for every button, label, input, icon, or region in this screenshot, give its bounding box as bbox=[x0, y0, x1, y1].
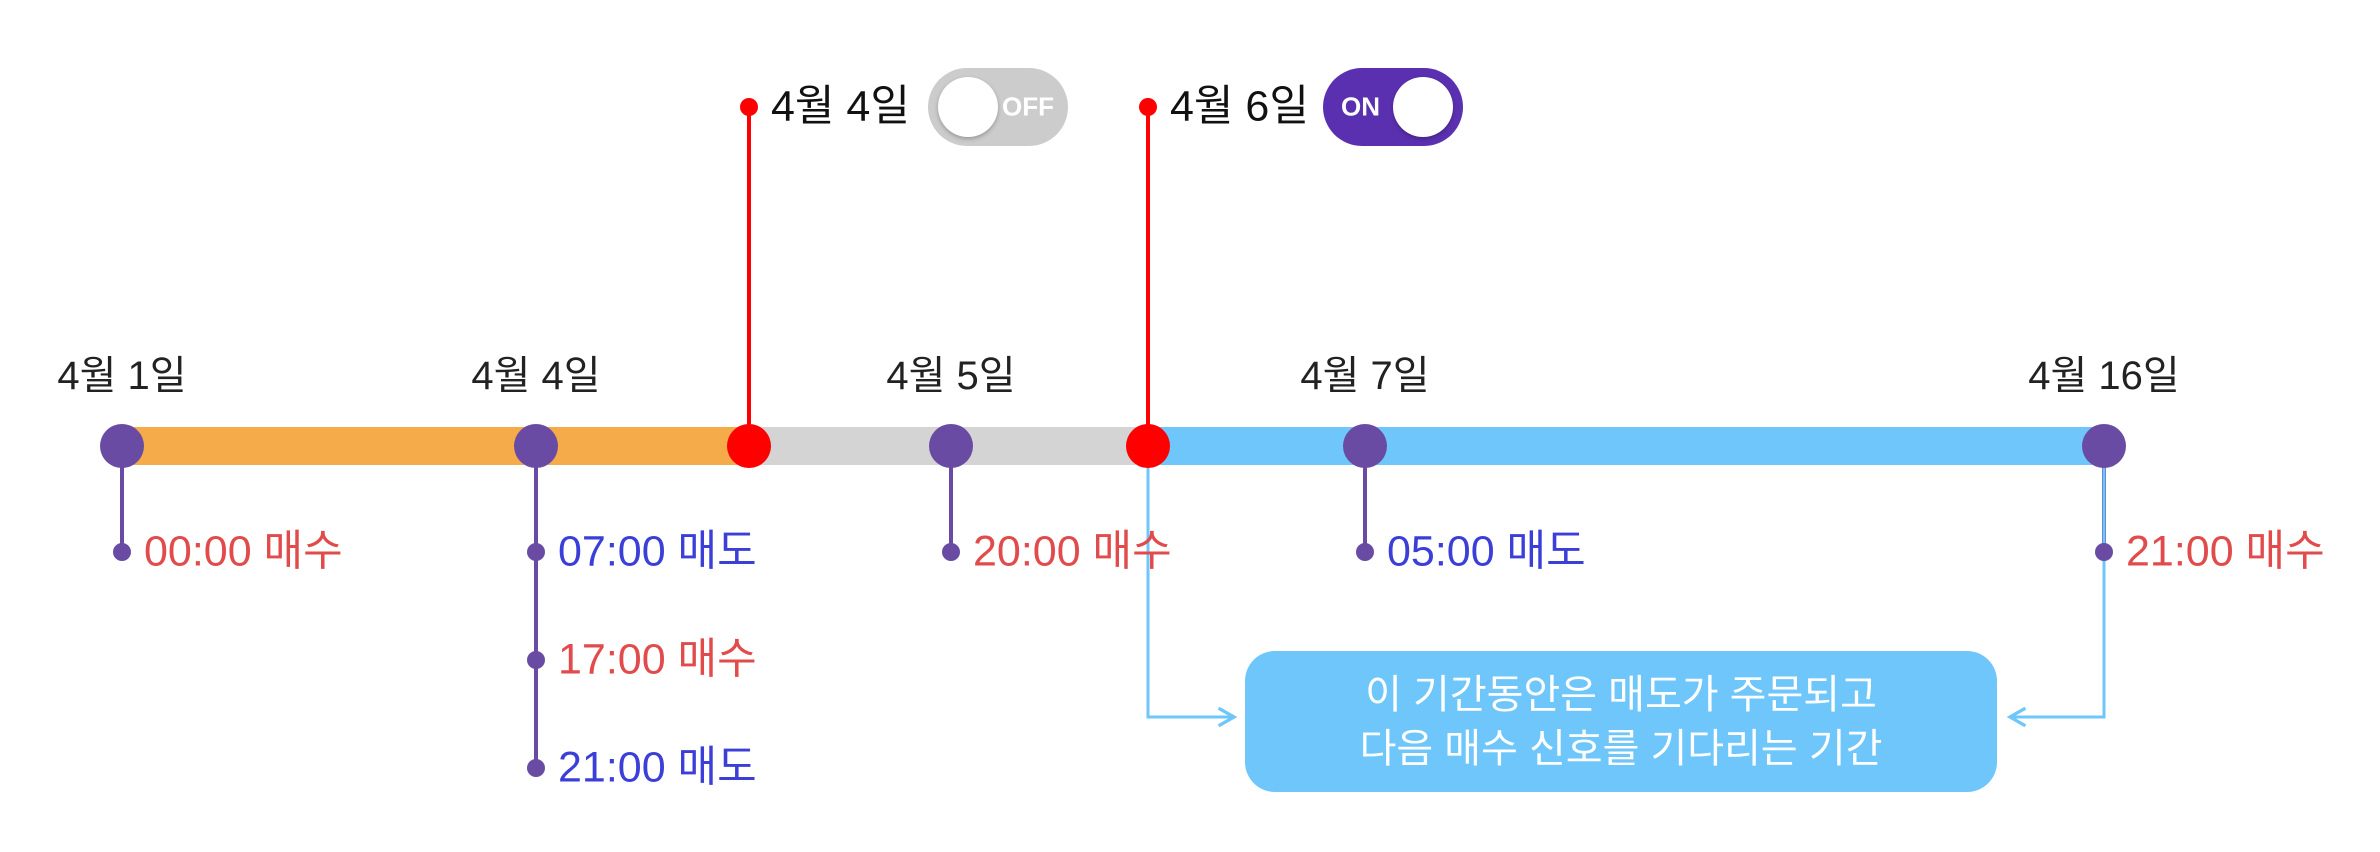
toggle-knob bbox=[938, 77, 998, 137]
marker-node-1 bbox=[727, 424, 771, 468]
marker-node-2 bbox=[1126, 424, 1170, 468]
note-line-2: 다음 매수 신호를 기다리는 기간 bbox=[1359, 726, 1883, 771]
event-dot-1 bbox=[113, 543, 131, 561]
date-label-1: 4월 1일 bbox=[57, 354, 187, 398]
arrow-from-last-node bbox=[2006, 446, 2106, 728]
event-dot-5 bbox=[942, 543, 960, 561]
marker-dot-1 bbox=[740, 98, 758, 116]
arrow-from-marker bbox=[1146, 446, 1238, 728]
note-line-1: 이 기간동안은 매도가 주문되고 bbox=[1365, 672, 1877, 717]
event-dot-6 bbox=[1356, 543, 1374, 561]
date-label-3: 4월 5일 bbox=[886, 354, 1016, 398]
timeline-node-4 bbox=[1343, 424, 1387, 468]
toggle-knob bbox=[1393, 77, 1453, 137]
timeline-node-5 bbox=[2082, 424, 2126, 468]
event-label-7: 21:00 매수 bbox=[2126, 527, 2325, 576]
marker-label-2: 4월 6일 bbox=[1170, 82, 1309, 131]
marker-label-1: 4월 4일 bbox=[771, 82, 910, 131]
date-label-4: 4월 7일 bbox=[1300, 354, 1430, 398]
marker-dot-2 bbox=[1139, 98, 1157, 116]
toggle-switch-2[interactable]: ON bbox=[1323, 68, 1463, 146]
event-label-4: 21:00 매도 bbox=[558, 743, 757, 792]
toggle-switch-1[interactable]: OFF bbox=[928, 68, 1068, 146]
event-dot-4 bbox=[527, 759, 545, 777]
event-label-6: 05:00 매도 bbox=[1387, 527, 1586, 576]
timeline-node-1 bbox=[100, 424, 144, 468]
event-label-2: 07:00 매도 bbox=[558, 527, 757, 576]
event-label-5: 20:00 매수 bbox=[973, 527, 1172, 576]
event-dot-7 bbox=[2095, 543, 2113, 561]
date-label-5: 4월 16일 bbox=[2028, 354, 2180, 398]
waiting-period-note: 이 기간동안은 매도가 주문되고 다음 매수 신호를 기다리는 기간 bbox=[1245, 651, 1997, 792]
timeline-node-2 bbox=[514, 424, 558, 468]
event-label-3: 17:00 매수 bbox=[558, 635, 757, 684]
date-label-2: 4월 4일 bbox=[471, 354, 601, 398]
event-label-1: 00:00 매수 bbox=[144, 527, 343, 576]
event-dot-3 bbox=[527, 651, 545, 669]
timeline-node-3 bbox=[929, 424, 973, 468]
toggle-state-label: ON bbox=[1341, 91, 1380, 122]
toggle-state-label: OFF bbox=[1002, 91, 1054, 122]
event-dot-2 bbox=[527, 543, 545, 561]
